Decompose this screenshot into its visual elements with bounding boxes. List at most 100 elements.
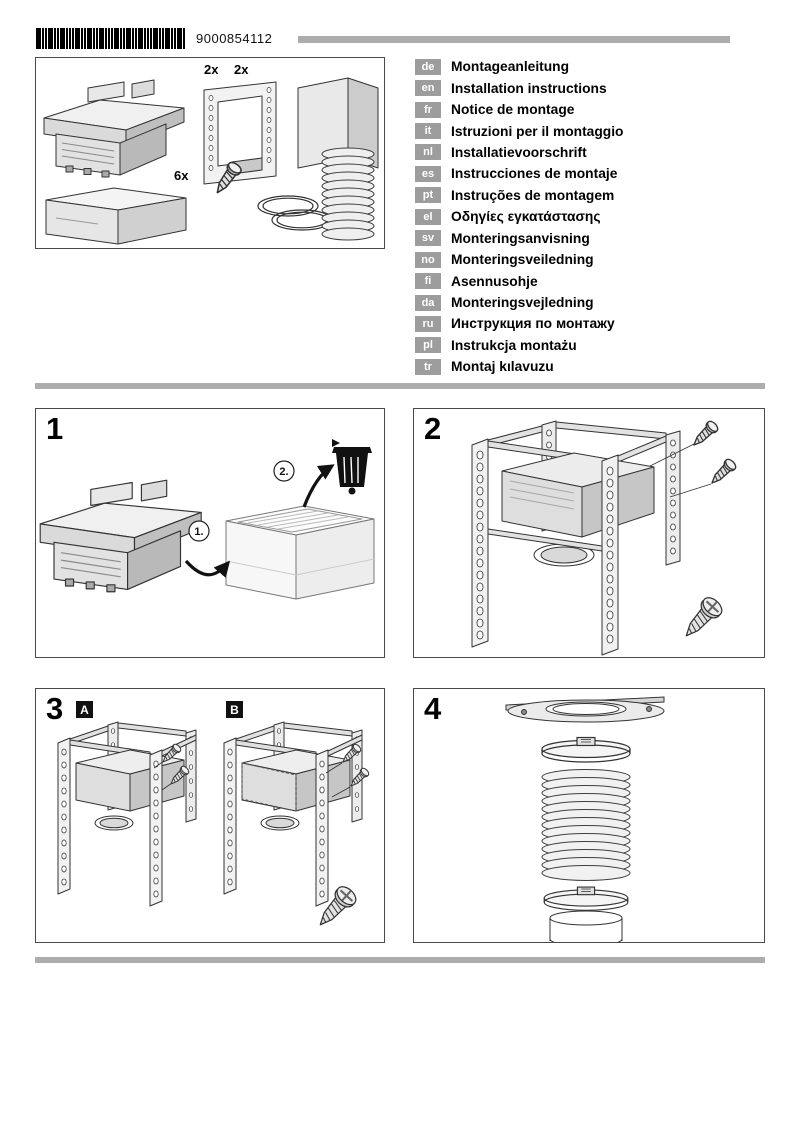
hood-icon: [39, 479, 202, 593]
language-code-badge: es: [415, 165, 441, 182]
language-code-badge: pl: [415, 337, 441, 354]
chimney-cover-icon: [297, 77, 379, 169]
alternate-position-outline: [241, 762, 297, 812]
language-code-badge: de: [415, 58, 441, 75]
step-1-illustration: 1. 2.: [39, 439, 375, 600]
mounting-frame-icon: [471, 420, 681, 656]
language-row: tr Montaj kılavuzu: [415, 356, 785, 377]
step-3-box: 3 A B: [35, 688, 385, 943]
svg-text:B: B: [230, 703, 239, 717]
language-row: de Montageanleitung: [415, 56, 785, 77]
language-code-badge: fi: [415, 273, 441, 290]
language-code-badge: ru: [415, 315, 441, 332]
barcode-number: 9000854112: [196, 31, 273, 46]
language-title: Инструкция по монтажу: [451, 316, 615, 332]
language-title: Monteringsveiledning: [451, 252, 594, 268]
step-number: 3: [46, 691, 64, 726]
language-code-badge: it: [415, 123, 441, 140]
callout-2: 2.: [273, 460, 295, 482]
footer-rule: [35, 957, 765, 963]
language-list: de Montageanleitung en Installation instru…: [415, 56, 785, 378]
packaging-icon: [225, 505, 375, 600]
language-row: en Installation instructions: [415, 77, 785, 98]
duct-pipe-icon: [549, 910, 623, 942]
language-title: Monteringsanvisning: [451, 230, 590, 246]
arrow-2: [302, 464, 335, 508]
hose-clamp-icon: [543, 886, 629, 911]
language-title: Notice de montage: [451, 102, 575, 118]
language-row: pt Instruções de montagem: [415, 185, 785, 206]
screw-leader-lines-b: [325, 762, 351, 798]
language-code-badge: fr: [415, 101, 441, 118]
svg-text:2.: 2.: [279, 466, 288, 478]
header-rule: [298, 36, 730, 43]
bracket-count-label-1: 2x: [204, 62, 219, 77]
language-code-badge: no: [415, 251, 441, 268]
bracket-count-label-2: 2x: [234, 62, 249, 77]
language-row: fi Asennusohje: [415, 270, 785, 291]
large-screw-icon: [677, 593, 727, 645]
svg-text:A: A: [80, 703, 89, 717]
box-icon: [45, 187, 187, 245]
flex-duct-icon: [321, 147, 375, 241]
step-4-illustration: [505, 696, 665, 942]
language-title: Montaj kılavuzu: [451, 359, 554, 375]
mounting-bracket-icon: [203, 81, 277, 185]
step-3-illustration: A B: [57, 701, 371, 934]
mounting-frame-b-icon: [223, 721, 363, 907]
language-code-badge: sv: [415, 230, 441, 247]
step-2-illustration: [471, 418, 739, 656]
parts-overview-box: 2x 2x 6x: [35, 57, 385, 249]
language-title: Asennusohje: [451, 273, 538, 289]
parts-illustration: [43, 77, 379, 245]
language-row: nl Installatievoorschrift: [415, 142, 785, 163]
language-code-badge: el: [415, 208, 441, 225]
step-number: 2: [424, 411, 442, 446]
language-code-badge: nl: [415, 144, 441, 161]
language-row: no Monteringsveiledning: [415, 249, 785, 270]
screw-icon: [706, 456, 739, 489]
language-title: Istruzioni per il montaggio: [451, 123, 624, 139]
language-row: fr Notice de montage: [415, 99, 785, 120]
language-title: Montageanleitung: [451, 59, 570, 75]
language-title: Monteringsvejledning: [451, 295, 594, 311]
svg-text:1.: 1.: [194, 526, 203, 538]
language-row: it Istruzioni per il montaggio: [415, 120, 785, 141]
step-number: 1: [46, 411, 64, 446]
waste-bin-icon: [332, 439, 372, 495]
screw-icon: [688, 418, 721, 451]
language-row: da Monteringsvejledning: [415, 292, 785, 313]
language-code-badge: da: [415, 294, 441, 311]
variant-a-label: A: [76, 701, 93, 718]
language-code-badge: en: [415, 80, 441, 97]
language-row: sv Monteringsanvisning: [415, 228, 785, 249]
language-row: es Instrucciones de montaje: [415, 163, 785, 184]
screw-count-label: 6x: [174, 168, 189, 183]
arrow-1: [184, 559, 231, 578]
step-2-box: 2: [413, 408, 765, 658]
language-title: Installation instructions: [451, 80, 607, 96]
screw-leader-lines: [649, 442, 712, 498]
language-code-badge: pt: [415, 187, 441, 204]
language-title: Installatievoorschrift: [451, 144, 587, 160]
duct-flange-icon: [505, 696, 665, 723]
ring-icons: [257, 195, 333, 231]
step-4-box: 4: [413, 688, 765, 943]
flex-hose-icon: [541, 769, 631, 881]
step-1-box: 1 1.: [35, 408, 385, 658]
variant-b-label: B: [226, 701, 243, 718]
language-row: ru Инструкция по монтажу: [415, 313, 785, 334]
screw-leader-lines-a: [153, 760, 173, 791]
barcode: [36, 28, 186, 49]
hood-icon: [43, 79, 185, 178]
language-code-badge: tr: [415, 358, 441, 375]
section-rule: [35, 383, 765, 389]
language-title: Instruções de montagem: [451, 187, 615, 203]
step-number: 4: [424, 691, 442, 726]
hose-clamp-icon: [541, 736, 631, 763]
callout-1: 1.: [188, 520, 210, 542]
language-title: Instrucciones de montaje: [451, 166, 618, 182]
